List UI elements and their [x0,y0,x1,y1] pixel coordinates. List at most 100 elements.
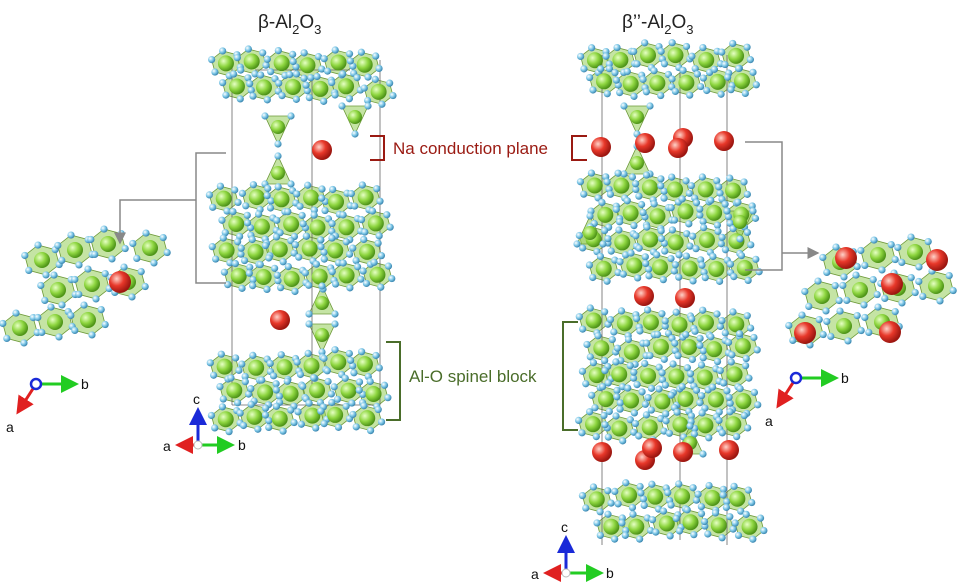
oxygen-atom [58,256,66,264]
oxygen-atom [216,382,224,391]
aluminum-atom [47,314,63,330]
oxygen-atom [659,276,667,284]
oxygen-atom [320,55,328,63]
oxygen-atom [703,86,711,95]
oxygen-atom [642,259,650,268]
oxygen-atom [721,200,729,208]
oxygen-atom [743,43,751,51]
oxygen-atom [599,383,607,391]
oxygen-atom [919,292,927,300]
oxygen-atom [222,91,230,99]
oxygen-atom [603,178,611,186]
oxygen-atom [697,361,706,369]
oxygen-atom [815,316,823,324]
oxygen-atom [687,412,696,420]
oxygen-atom [717,240,725,248]
oxygen-atom [749,68,757,76]
aluminum-atom [652,338,669,355]
oxygen-atom [750,333,758,342]
oxygen-atom [331,320,339,328]
oxygen-atom [865,328,873,336]
oxygen-atom [331,91,339,99]
oxygen-atom [731,519,739,527]
oxygen-atom [346,250,354,258]
oxygen-atom [598,198,606,207]
oxygen-atom [206,359,214,367]
aluminum-atom [327,406,344,423]
spinel-bracket-left [562,321,578,431]
oxygen-atom [318,194,326,202]
oxygen-atom [317,236,325,244]
sodium-atom [714,131,734,151]
oxygen-atom [318,348,326,356]
oxygen-atom [604,510,612,518]
aluminum-atom [309,382,326,399]
oxygen-atom [263,55,271,63]
oxygen-atom [723,498,731,506]
oxygen-atom [589,359,598,367]
oxygen-atom [835,296,843,305]
oxygen-atom [657,47,665,55]
oxygen-atom [760,526,768,535]
oxygen-atom [891,255,899,264]
oxygen-atom [714,227,722,235]
oxygen-atom [580,190,588,198]
oxygen-atom [274,140,282,148]
oxygen-atom [375,232,383,240]
oxygen-atom [667,391,675,399]
oxygen-atom [371,75,379,83]
oxygen-atom [320,354,328,362]
oxygen-atom [836,307,844,315]
oxygen-atom [347,190,355,198]
aluminum-atom [621,487,638,504]
oxygen-atom [328,268,336,276]
oxygen-atom [655,385,663,393]
oxygen-atom [376,197,384,205]
oxygen-atom [317,243,325,251]
oxygen-atom [721,329,729,337]
aluminum-atom [271,410,288,427]
oxygen-atom [699,354,707,362]
aluminum-atom [226,382,243,399]
oxygen-atom [717,90,725,98]
oxygen-atom [636,535,644,543]
oxygen-atom [699,450,707,458]
aluminum-atom [677,390,694,407]
aluminum-atom [271,241,288,258]
aluminum-atom [595,260,612,277]
oxygen-atom [314,53,323,61]
oxygen-atom [273,271,281,279]
oxygen-atom [273,216,281,224]
oxygen-atom [696,205,704,213]
oxygen-atom [272,402,281,410]
oxygen-atom [267,68,275,76]
oxygen-atom [690,531,698,539]
oxygen-atom [637,489,645,497]
oxygen-atom [312,424,320,432]
oxygen-atom [687,376,695,384]
oxygen-atom [283,377,291,385]
sodium-atom [673,442,693,462]
oxygen-atom [355,378,364,386]
oxygen-atom [642,88,650,96]
oxygen-atom [662,417,670,425]
oxygen-atom [272,386,280,394]
aluminum-atom [628,518,645,535]
oxygen-atom [710,65,719,73]
oxygen-atom [101,320,109,329]
oxygen-atom [596,531,604,539]
oxygen-atom [305,93,313,102]
oxygen-atom [729,225,737,233]
aluminum-atom [651,259,668,276]
oxygen-atom [743,228,752,237]
oxygen-atom [614,500,622,508]
oxygen-atom [860,301,868,309]
oxygen-atom [693,70,701,78]
oxygen-atom [355,386,363,394]
oxygen-atom [741,362,750,370]
sodium-atom [592,442,612,462]
oxygen-atom [230,70,238,78]
oxygen-atom [257,71,265,79]
aluminum-atom [678,74,695,91]
oxygen-atom [249,276,257,284]
